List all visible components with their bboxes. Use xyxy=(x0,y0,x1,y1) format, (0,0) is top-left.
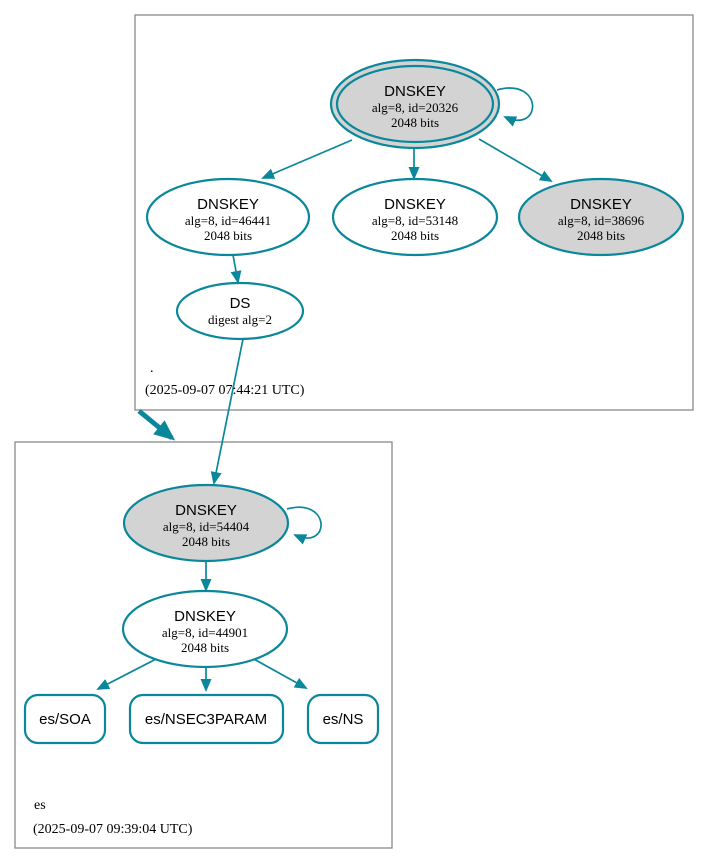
node-detail: alg=8, id=46441 xyxy=(185,213,271,228)
node-title: DNSKEY xyxy=(384,196,446,213)
edge-zsk44901-to-ns xyxy=(251,657,308,689)
rrset-label: es/NSEC3PARAM xyxy=(145,711,267,728)
node-dnskey-44901[interactable]: DNSKEY alg=8, id=44901 2048 bits xyxy=(121,589,289,669)
node-ds[interactable]: DS digest alg=2 xyxy=(175,281,305,341)
node-detail: 2048 bits xyxy=(577,228,625,243)
zone-label-es: es xyxy=(34,798,46,813)
node-rrset-es-soa[interactable]: es/SOA xyxy=(23,693,107,745)
edge-zsk44901-to-soa xyxy=(96,657,159,690)
node-title: DNSKEY xyxy=(175,502,237,519)
node-title: DNSKEY xyxy=(570,196,632,213)
node-dnskey-38696[interactable]: DNSKEY alg=8, id=38696 2048 bits xyxy=(517,177,685,257)
zone-timestamp-root: (2025-09-07 07:44:21 UTC) xyxy=(145,383,305,398)
node-detail: alg=8, id=54404 xyxy=(163,519,250,534)
rrset-label: es/NS xyxy=(323,711,364,728)
zone-timestamp-es: (2025-09-07 09:39:04 UTC) xyxy=(33,822,193,837)
edge-ksk20326-to-zsk46441 xyxy=(261,139,353,179)
node-detail: 2048 bits xyxy=(391,228,439,243)
edge-ds-to-es-ksk xyxy=(210,338,244,485)
node-dnskey-53148[interactable]: DNSKEY alg=8, id=53148 2048 bits xyxy=(331,177,499,257)
node-rrset-es-nsec3param[interactable]: es/NSEC3PARAM xyxy=(128,693,285,745)
edge-ksk54404-self-loop xyxy=(286,506,322,545)
node-detail: alg=8, id=53148 xyxy=(372,213,458,228)
node-title: DNSKEY xyxy=(384,83,446,100)
node-dnskey-54404-ksk[interactable]: DNSKEY alg=8, id=54404 2048 bits xyxy=(122,483,290,563)
node-detail: digest alg=2 xyxy=(208,312,272,327)
node-detail: 2048 bits xyxy=(204,228,252,243)
node-rrset-es-ns[interactable]: es/NS xyxy=(306,693,380,745)
node-dnskey-46441[interactable]: DNSKEY alg=8, id=46441 2048 bits xyxy=(145,177,311,257)
zone-label-root: . xyxy=(150,361,154,376)
node-detail: alg=8, id=44901 xyxy=(162,625,248,640)
node-detail: alg=8, id=38696 xyxy=(558,213,645,228)
node-title: DNSKEY xyxy=(197,196,259,213)
node-dnskey-20326-ksk[interactable]: DNSKEY alg=8, id=20326 2048 bits xyxy=(329,58,501,150)
node-detail: 2048 bits xyxy=(182,534,230,549)
node-title: DS xyxy=(230,295,251,312)
node-detail: 2048 bits xyxy=(391,115,439,130)
rrset-label: es/SOA xyxy=(39,711,91,728)
edge-ksk20326-self-loop xyxy=(496,87,534,127)
edge-root-delegation-to-es xyxy=(137,409,176,441)
zone-box-es xyxy=(14,441,393,849)
node-detail: 2048 bits xyxy=(181,640,229,655)
edge-ksk20326-to-zsk38696 xyxy=(478,138,553,183)
node-detail: alg=8, id=20326 xyxy=(372,100,459,115)
edge-zsk46441-to-ds xyxy=(230,254,242,284)
node-title: DNSKEY xyxy=(174,608,236,625)
zone-box-root xyxy=(134,14,694,411)
